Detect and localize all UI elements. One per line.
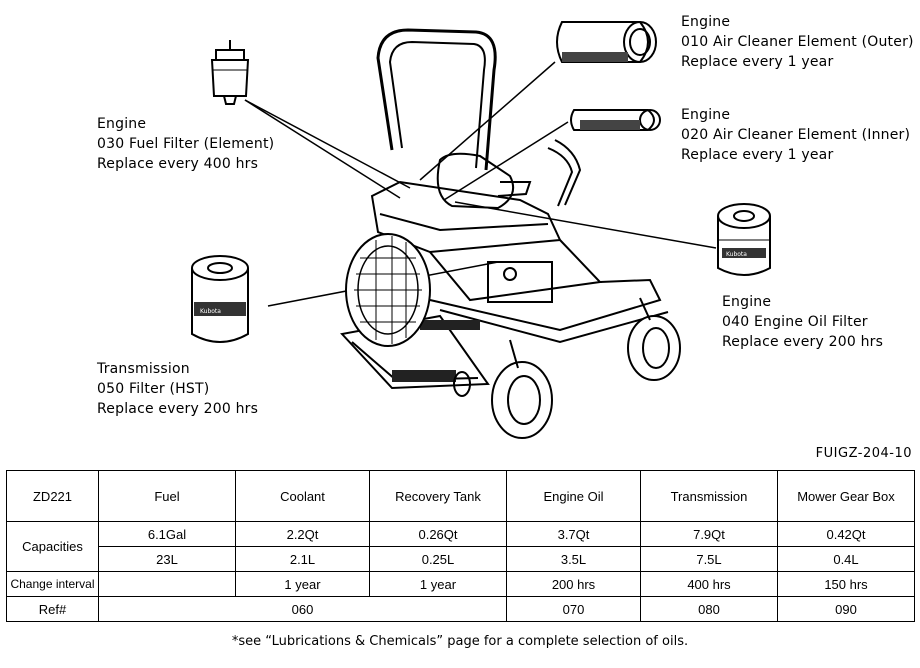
- table-cell: 080: [640, 596, 778, 622]
- leader-lines: [244, 61, 717, 307]
- callout-air-cleaner-inner: Engine 020 Air Cleaner Element (Inner) R…: [681, 105, 910, 165]
- callout-line: Transmission: [97, 361, 190, 377]
- callout-line: 030 Fuel Filter (Element): [97, 136, 275, 152]
- hst-filter-icon: [191, 255, 249, 343]
- row-label: Ref#: [6, 596, 99, 622]
- header-cell: Coolant: [235, 470, 370, 522]
- callout-air-cleaner-outer: Engine 010 Air Cleaner Element (Outer) R…: [681, 12, 914, 72]
- capacities-table: ZD221 Fuel Coolant Recovery Tank Engine …: [6, 470, 915, 622]
- callout-line: Replace every 200 hrs: [97, 401, 259, 417]
- table-cell: 2.2Qt: [235, 521, 370, 547]
- header-cell: Mower Gear Box: [777, 470, 915, 522]
- table-row: Change interval 1 year 1 year 200 hrs 40…: [6, 571, 915, 597]
- callout-line: Engine: [681, 14, 731, 30]
- table-cell: 060: [98, 596, 507, 622]
- table-row: 23L 2.1L 0.25L 3.5L 7.5L 0.4L: [7, 546, 915, 572]
- table-cell: 0.25L: [369, 546, 507, 572]
- callout-line: Replace every 1 year: [681, 147, 834, 163]
- fuel-filter-icon: [210, 40, 250, 105]
- mower-illustration: Kubota Kubota: [191, 21, 771, 439]
- callout-line: Replace every 400 hrs: [97, 156, 259, 172]
- callout-hst-filter: Transmission 050 Filter (HST) Replace ev…: [97, 359, 258, 419]
- header-cell: Transmission: [640, 470, 778, 522]
- table-cell: 1 year: [369, 571, 507, 597]
- callout-line: Engine: [681, 107, 731, 123]
- table-header-row: ZD221 Fuel Coolant Recovery Tank Engine …: [6, 470, 915, 522]
- table-cell: 070: [506, 596, 641, 622]
- table-cell: 7.5L: [640, 546, 778, 572]
- header-cell: Recovery Tank: [369, 470, 507, 522]
- table-cell: 200 hrs: [506, 571, 641, 597]
- table-row: Capacities 6.1Gal 2.2Qt 0.26Qt 3.7Qt 7.9…: [6, 521, 915, 572]
- table-cell: 0.42Qt: [777, 521, 915, 547]
- header-cell: Fuel: [98, 470, 236, 522]
- callout-line: Replace every 1 year: [681, 54, 834, 70]
- mower-body: [340, 28, 681, 439]
- callout-line: Engine: [722, 294, 772, 310]
- table-cell: [98, 571, 236, 597]
- footnote: *see “Lubrications & Chemicals” page for…: [231, 634, 689, 649]
- callout-line: Engine: [97, 116, 147, 132]
- table-cell: 1 year: [235, 571, 370, 597]
- air-cleaner-inner-icon: [570, 109, 661, 131]
- table-cell: 6.1Gal: [98, 521, 236, 547]
- model-cell: ZD221: [6, 470, 99, 522]
- table-cell: 3.7Qt: [506, 521, 641, 547]
- callout-fuel-filter: Engine 030 Fuel Filter (Element) Replace…: [97, 114, 274, 174]
- table-row: Ref# 060 070 080 090: [6, 596, 915, 622]
- air-cleaner-outer-icon: [556, 21, 657, 63]
- row-label: Change interval: [6, 571, 99, 597]
- table-cell: 0.26Qt: [369, 521, 507, 547]
- table-cell: 400 hrs: [640, 571, 778, 597]
- svg-text:Kubota: Kubota: [726, 251, 747, 258]
- callout-line: 010 Air Cleaner Element (Outer): [681, 34, 914, 50]
- callout-line: Replace every 200 hrs: [722, 334, 884, 350]
- svg-text:Kubota: Kubota: [200, 308, 221, 315]
- table-cell: 0.4L: [777, 546, 915, 572]
- callout-line: 050 Filter (HST): [97, 381, 210, 397]
- table-cell: 090: [777, 596, 915, 622]
- figure-code: FUIGZ-204-10: [815, 446, 912, 461]
- table-cell: 3.5L: [506, 546, 641, 572]
- table-cell: 150 hrs: [777, 571, 915, 597]
- table-cell: 23L: [98, 546, 236, 572]
- header-cell: Engine Oil: [506, 470, 641, 522]
- callout-line: 020 Air Cleaner Element (Inner): [681, 127, 911, 143]
- callout-line: 040 Engine Oil Filter: [722, 314, 868, 330]
- table-cell: 2.1L: [235, 546, 370, 572]
- table-cell: 7.9Qt: [640, 521, 778, 547]
- engine-oil-filter-icon: [717, 203, 771, 276]
- callout-engine-oil-filter: Engine 040 Engine Oil Filter Replace eve…: [722, 292, 883, 352]
- row-label: Capacities: [6, 521, 99, 572]
